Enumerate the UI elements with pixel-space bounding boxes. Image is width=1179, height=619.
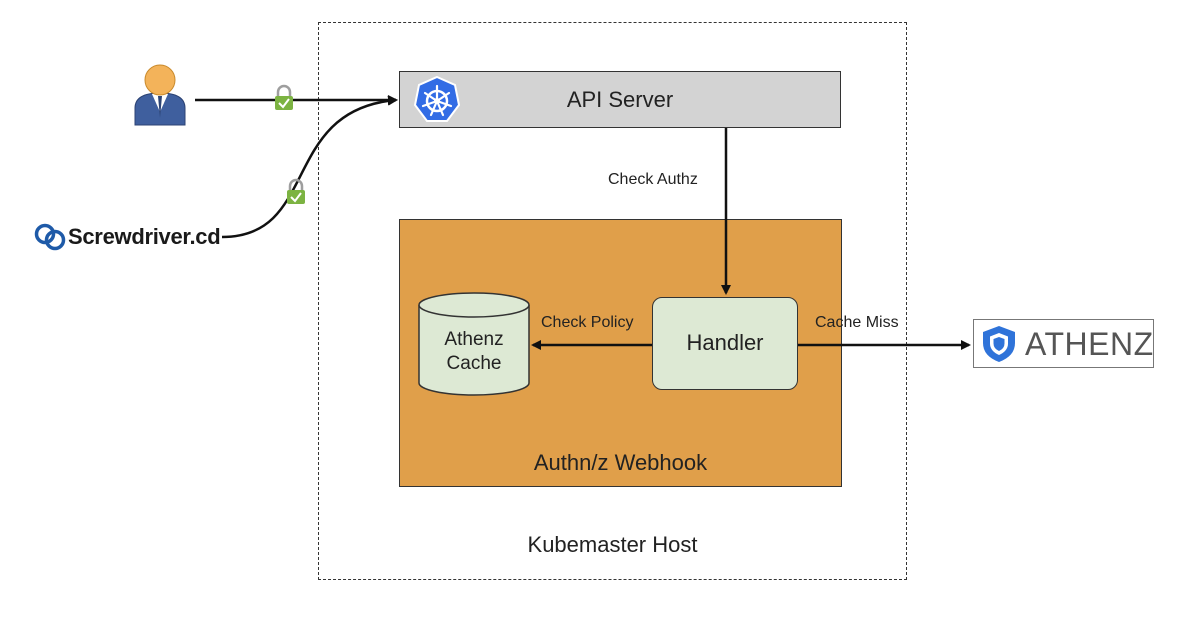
api-server-node: API Server: [399, 71, 841, 128]
kubernetes-icon: [413, 75, 461, 122]
handler-node: Handler: [652, 297, 798, 390]
kubemaster-host-label: Kubemaster Host: [527, 532, 698, 557]
screwdriver-logo-text: Screwdriver.cd: [68, 224, 221, 249]
screwdriver-logo-icon: [34, 223, 66, 251]
edge-label-check-authz: Check Authz: [608, 171, 698, 188]
athenz-shield-icon: [983, 326, 1015, 362]
athenz-cache-cylinder-icon: [418, 292, 530, 396]
cache-label-line2: Cache: [446, 353, 502, 374]
edge-label-cache-miss: Cache Miss: [815, 314, 899, 331]
kubemaster-host-boundary: [318, 22, 907, 580]
lock-icon: [275, 84, 293, 110]
athenz-logo: ATHENZ: [973, 319, 1154, 368]
edge-label-check-policy: Check Policy: [541, 314, 634, 331]
athenz-logo-text: ATHENZ: [1025, 326, 1154, 362]
webhook-label: Authn/z Webhook: [533, 450, 708, 475]
cache-label-line1: Athenz: [444, 329, 504, 350]
athenz-cache-label: Athenz Cache: [419, 328, 529, 376]
user-icon: [134, 64, 186, 126]
lock-icon: [287, 178, 305, 204]
screwdriver-to-api-arrow: [221, 95, 398, 239]
handler-label: Handler: [686, 330, 764, 355]
api-server-label: API Server: [566, 87, 674, 112]
